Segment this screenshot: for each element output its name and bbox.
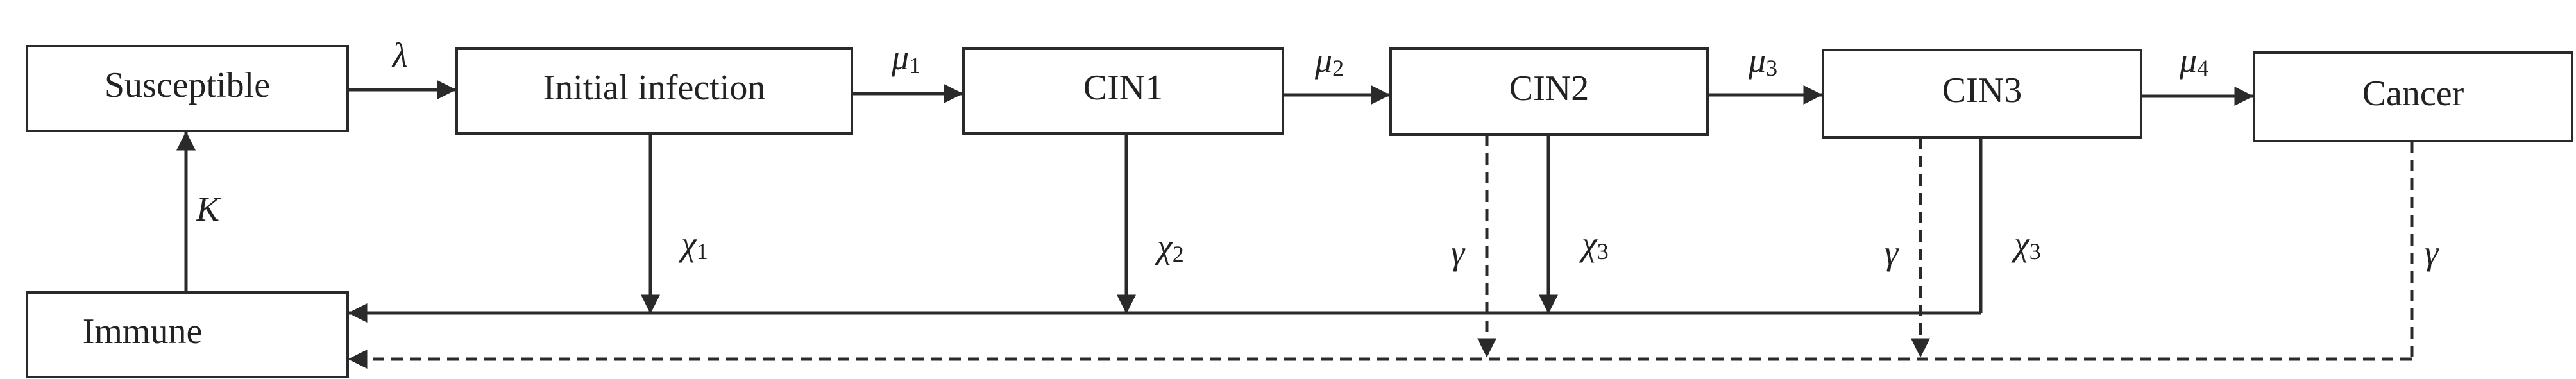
rate-k: K bbox=[196, 190, 221, 228]
box-initial-infection: Initial infection bbox=[455, 47, 853, 135]
box-immune: Immune bbox=[26, 291, 349, 378]
label-initial-infection: Initial infection bbox=[543, 68, 766, 108]
rate-mu1: μ1 bbox=[891, 38, 920, 78]
rate-chi1: χ1 bbox=[678, 224, 708, 264]
rate-gamma-cancer: γ bbox=[2425, 233, 2439, 272]
box-cin1: CIN1 bbox=[962, 47, 1284, 135]
label-cin3: CIN3 bbox=[1942, 71, 2022, 110]
rate-chi3-cin3: χ3 bbox=[2011, 224, 2041, 264]
box-cin2: CIN2 bbox=[1389, 47, 1709, 136]
label-immune: Immune bbox=[83, 312, 203, 351]
rate-gamma-cin2: γ bbox=[1451, 233, 1466, 272]
rate-lambda: λ bbox=[391, 36, 407, 74]
rate-gamma-cin3: γ bbox=[1885, 233, 1899, 272]
label-susceptible: Susceptible bbox=[105, 65, 270, 105]
box-cancer: Cancer bbox=[2253, 51, 2573, 142]
rate-mu4: μ4 bbox=[2179, 41, 2208, 81]
box-susceptible: Susceptible bbox=[26, 45, 349, 132]
label-cin1: CIN1 bbox=[1083, 68, 1163, 108]
rate-mu2: μ2 bbox=[1314, 41, 1344, 81]
box-cin3: CIN3 bbox=[1822, 49, 2142, 139]
rate-chi3-cin2: χ3 bbox=[1579, 224, 1609, 264]
label-cin2: CIN2 bbox=[1509, 69, 1589, 108]
label-cancer: Cancer bbox=[2362, 74, 2464, 114]
rate-mu3: μ3 bbox=[1748, 41, 1777, 81]
rate-chi2: χ2 bbox=[1154, 227, 1184, 267]
